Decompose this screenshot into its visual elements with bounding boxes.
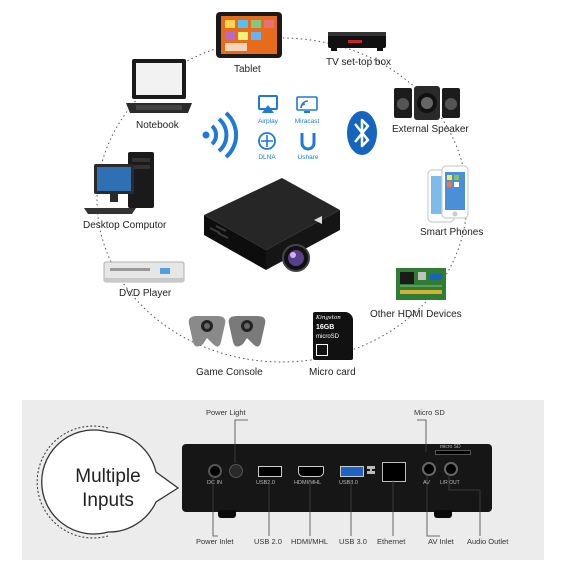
power-light-port — [229, 464, 243, 478]
speaker-image — [394, 86, 460, 120]
ushare-icon — [300, 133, 316, 151]
tv-box-image — [328, 32, 386, 51]
microsd-print: micro SD — [440, 444, 461, 450]
audio-port — [444, 462, 458, 476]
usb30-print: USB3.0 — [339, 480, 358, 486]
miracast-label: Miracast — [294, 118, 320, 125]
usb20-callout: USB 2.0 — [254, 537, 282, 546]
audio-print: L/R OUT — [440, 480, 460, 486]
av-port — [422, 462, 436, 476]
dvd-player-label: DVD Player — [119, 288, 172, 299]
dlna-icon — [258, 132, 276, 150]
micro-card-label: Micro card — [309, 367, 356, 378]
top-diagram: Tablet TV set-top box Notebook External … — [83, 12, 484, 378]
desktop-computer-image — [84, 152, 154, 214]
ethernet-callout: Ethernet — [377, 537, 406, 546]
hdmi-mhl-callout: HDMI/MHL — [291, 537, 329, 546]
microsd-card-image: Kingston 16GB microSD — [313, 312, 353, 360]
microsd-brand: Kingston — [316, 315, 341, 321]
smartphone-image — [427, 165, 469, 223]
hdmi-board-image — [396, 268, 446, 300]
av-print: AV — [423, 480, 430, 486]
hc-mark-icon — [316, 344, 328, 356]
game-console-label: Game Console — [196, 367, 263, 378]
wifi-icon — [202, 111, 239, 159]
av-inlet-callout: AV Inlet — [428, 537, 454, 546]
notebook-image — [126, 59, 192, 113]
ushare-label: Ushare — [297, 154, 319, 161]
ethernet-port — [382, 462, 406, 482]
power-inlet-callout: Power Inlet — [196, 537, 234, 546]
microsd-capacity: 16GB — [316, 324, 335, 331]
usb30-callout: USB 3.0 — [339, 537, 367, 546]
foot-right — [434, 510, 452, 518]
airplay-label: Airplay — [258, 118, 278, 125]
power-light-callout: Power Light — [206, 408, 246, 417]
usb30-port — [340, 466, 364, 477]
dc-in-port — [208, 464, 222, 478]
bluetooth-icon — [347, 111, 377, 155]
micro-sd-callout: Micro SD — [414, 408, 445, 417]
projector-rear-body — [182, 444, 492, 512]
game-controller-image — [188, 316, 266, 347]
notebook-label: Notebook — [136, 120, 179, 131]
hdmi-devices-label: Other HDMI Devices — [370, 309, 462, 320]
hdmi-print: HDMI/MHL — [294, 480, 322, 486]
badge-line2: Inputs — [82, 490, 134, 511]
tablet-image — [216, 12, 282, 58]
projector-image — [204, 178, 340, 272]
badge-line1: Multiple — [75, 466, 141, 487]
miracast-icon — [296, 96, 318, 113]
audio-outlet-callout: Audio Outlet — [467, 537, 509, 546]
tablet-label: Tablet — [234, 64, 261, 75]
microsd-type: microSD — [316, 334, 340, 340]
desktop-computer-label: Desktop Computor — [83, 220, 167, 231]
tv-box-label: TV set-top box — [326, 57, 392, 68]
usb20-port — [258, 466, 282, 477]
smartphone-label: Smart Phones — [420, 227, 484, 238]
airplay-icon — [258, 95, 278, 113]
dvd-player-image — [103, 261, 185, 283]
dc-in-print: DC IN — [207, 480, 222, 486]
foot-left — [218, 510, 236, 518]
speaker-label: External Speaker — [392, 124, 469, 135]
usb20-print: USB2.0 — [256, 480, 275, 486]
network-icon — [367, 466, 375, 474]
hdmi-port — [298, 466, 324, 477]
microsd-slot — [435, 450, 471, 455]
dlna-label: DLNA — [258, 154, 276, 161]
callout-lines — [212, 419, 481, 537]
ports-panel: Multiple Inputs DC IN USB2.0 HDMI/MHL US… — [22, 400, 544, 560]
badge-bubble — [36, 425, 180, 539]
